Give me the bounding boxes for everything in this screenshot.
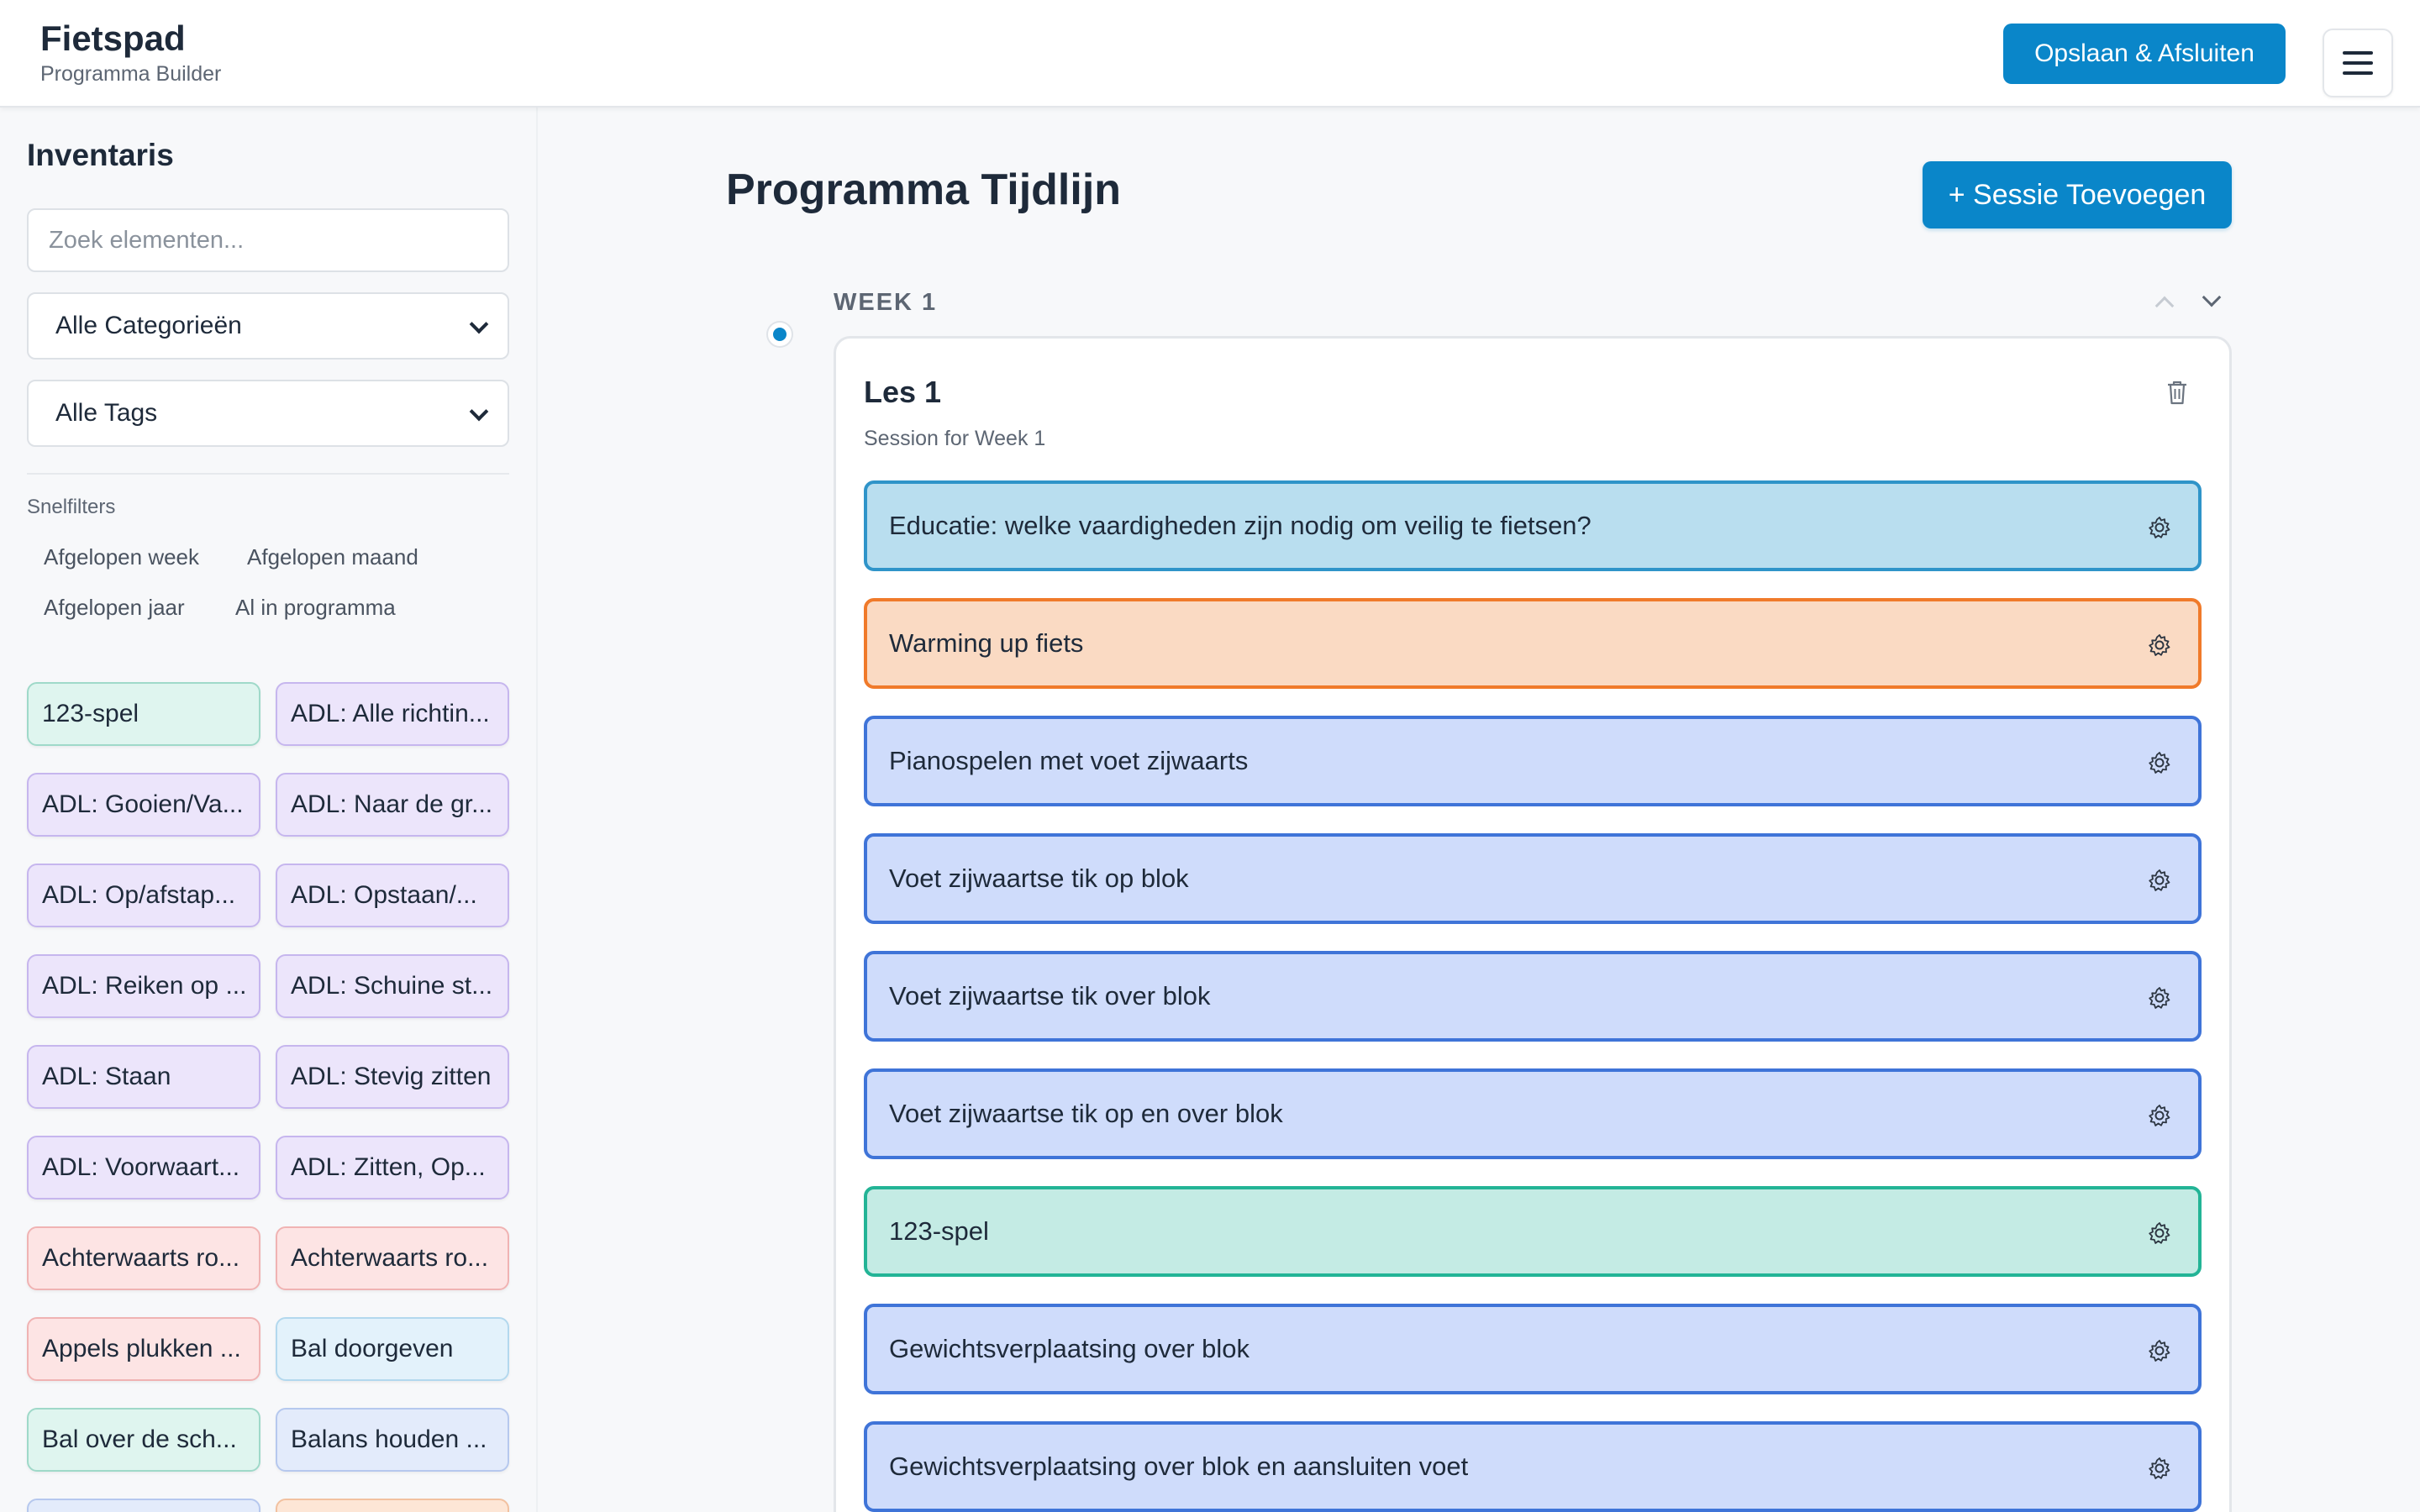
inventory-item[interactable]: Appels plukken ...	[27, 1317, 260, 1381]
timeline-dot	[768, 323, 792, 346]
exercise-card[interactable]: Voet zijwaartse tik op blok	[864, 833, 2202, 924]
inventory-item[interactable]: ADL: Opstaan/...	[276, 864, 509, 927]
inventory-item[interactable]: ADL: Naar de gr...	[276, 773, 509, 837]
inventory-item[interactable]: ADL: Op/afstap...	[27, 864, 260, 927]
exercise-card[interactable]: Voet zijwaartse tik over blok	[864, 951, 2202, 1042]
inventory-item[interactable]: 123-spel	[27, 682, 260, 746]
exercise-card[interactable]: Gewichtsverplaatsing over blok en aanslu…	[864, 1421, 2202, 1512]
trash-icon[interactable]	[2166, 380, 2188, 405]
gear-icon[interactable]	[2148, 986, 2171, 1010]
quick-filter-last-week[interactable]: Afgelopen week	[44, 544, 200, 570]
chevron-down-icon	[469, 314, 489, 334]
gear-icon[interactable]	[2148, 1457, 2171, 1480]
inventory-item[interactable]: Achterwaarts ro...	[276, 1226, 509, 1290]
brand: Fietspad Programma Builder	[40, 18, 221, 87]
exercise-label: Warming up fiets	[889, 628, 1084, 658]
inventory-item[interactable]: ADL: Staan	[27, 1045, 260, 1109]
quick-filters-label: Snelfilters	[27, 496, 116, 518]
quick-filter-in-program[interactable]: Al in programma	[235, 595, 396, 620]
gear-icon[interactable]	[2148, 516, 2171, 539]
chevron-down-icon[interactable]	[2202, 287, 2222, 307]
gear-icon[interactable]	[2148, 633, 2171, 657]
exercise-label: Gewichtsverplaatsing over blok en aanslu…	[889, 1452, 1469, 1481]
search-input[interactable]	[27, 208, 509, 272]
session-subtitle: Session for Week 1	[864, 427, 1046, 450]
inventory-item[interactable]: Balans houden ...	[276, 1408, 509, 1472]
inventory-item[interactable]: Bal over de sch...	[27, 1408, 260, 1472]
exercise-card[interactable]: Voet zijwaartse tik op en over blok	[864, 1068, 2202, 1159]
brand-subtitle: Programma Builder	[40, 62, 222, 86]
week-label: WEEK 1	[834, 289, 938, 316]
inventory-item[interactable]	[276, 1499, 509, 1512]
quick-filter-last-month[interactable]: Afgelopen maand	[247, 544, 418, 570]
exercise-card[interactable]: Educatie: welke vaardigheden zijn nodig …	[864, 480, 2202, 571]
page-title: Programma Tijdlijn	[726, 165, 1122, 214]
gear-icon[interactable]	[2148, 1221, 2171, 1245]
hamburger-menu-icon[interactable]	[2323, 29, 2393, 97]
exercise-label: 123-spel	[889, 1216, 989, 1246]
inventory-item[interactable]	[27, 1499, 260, 1512]
category-select[interactable]: Alle Categorieën	[27, 292, 509, 360]
tag-select[interactable]: Alle Tags	[27, 380, 509, 447]
divider	[27, 473, 509, 475]
top-header: Fietspad Programma Builder Opslaan & Afs…	[0, 0, 2420, 108]
sidebar-title: Inventaris	[27, 138, 174, 172]
quick-filter-last-year[interactable]: Afgelopen jaar	[44, 595, 185, 620]
category-select-value: Alle Categorieën	[55, 312, 242, 339]
inventory-item[interactable]: ADL: Schuine st...	[276, 954, 509, 1018]
exercise-label: Educatie: welke vaardigheden zijn nodig …	[889, 511, 1591, 540]
save-and-close-button[interactable]: Opslaan & Afsluiten	[2003, 24, 2286, 84]
gear-icon[interactable]	[2148, 1339, 2171, 1362]
exercise-label: Voet zijwaartse tik over blok	[889, 981, 1211, 1011]
tag-select-value: Alle Tags	[55, 399, 158, 427]
brand-title: Fietspad	[40, 18, 186, 58]
gear-icon[interactable]	[2148, 1104, 2171, 1127]
exercise-card[interactable]: Warming up fiets	[864, 598, 2202, 689]
exercise-label: Voet zijwaartse tik op blok	[889, 864, 1189, 893]
exercise-label: Pianospelen met voet zijwaarts	[889, 746, 1249, 775]
chevron-down-icon	[469, 402, 489, 422]
inventory-item[interactable]: ADL: Alle richtin...	[276, 682, 509, 746]
inventory-item[interactable]: Achterwaarts ro...	[27, 1226, 260, 1290]
add-session-button[interactable]: + Sessie Toevoegen	[1923, 161, 2232, 228]
exercise-label: Voet zijwaartse tik op en over blok	[889, 1099, 1283, 1128]
gear-icon[interactable]	[2148, 751, 2171, 774]
inventory-item[interactable]: Bal doorgeven	[276, 1317, 509, 1381]
inventory-item[interactable]: ADL: Gooien/Va...	[27, 773, 260, 837]
inventory-item[interactable]: ADL: Voorwaart...	[27, 1136, 260, 1200]
inventory-item[interactable]: ADL: Stevig zitten	[276, 1045, 509, 1109]
exercise-card[interactable]: 123-spel	[864, 1186, 2202, 1277]
inventory-sidebar: Inventaris Alle Categorieën Alle Tags Sn…	[0, 108, 538, 1512]
exercise-card[interactable]: Gewichtsverplaatsing over blok	[864, 1304, 2202, 1394]
exercise-label: Gewichtsverplaatsing over blok	[889, 1334, 1250, 1363]
chevron-up-icon[interactable]	[2154, 296, 2175, 316]
session-title: Les 1	[864, 375, 942, 409]
gear-icon[interactable]	[2148, 869, 2171, 892]
inventory-item[interactable]: ADL: Reiken op ...	[27, 954, 260, 1018]
exercise-card[interactable]: Pianospelen met voet zijwaarts	[864, 716, 2202, 806]
inventory-item[interactable]: ADL: Zitten, Op...	[276, 1136, 509, 1200]
